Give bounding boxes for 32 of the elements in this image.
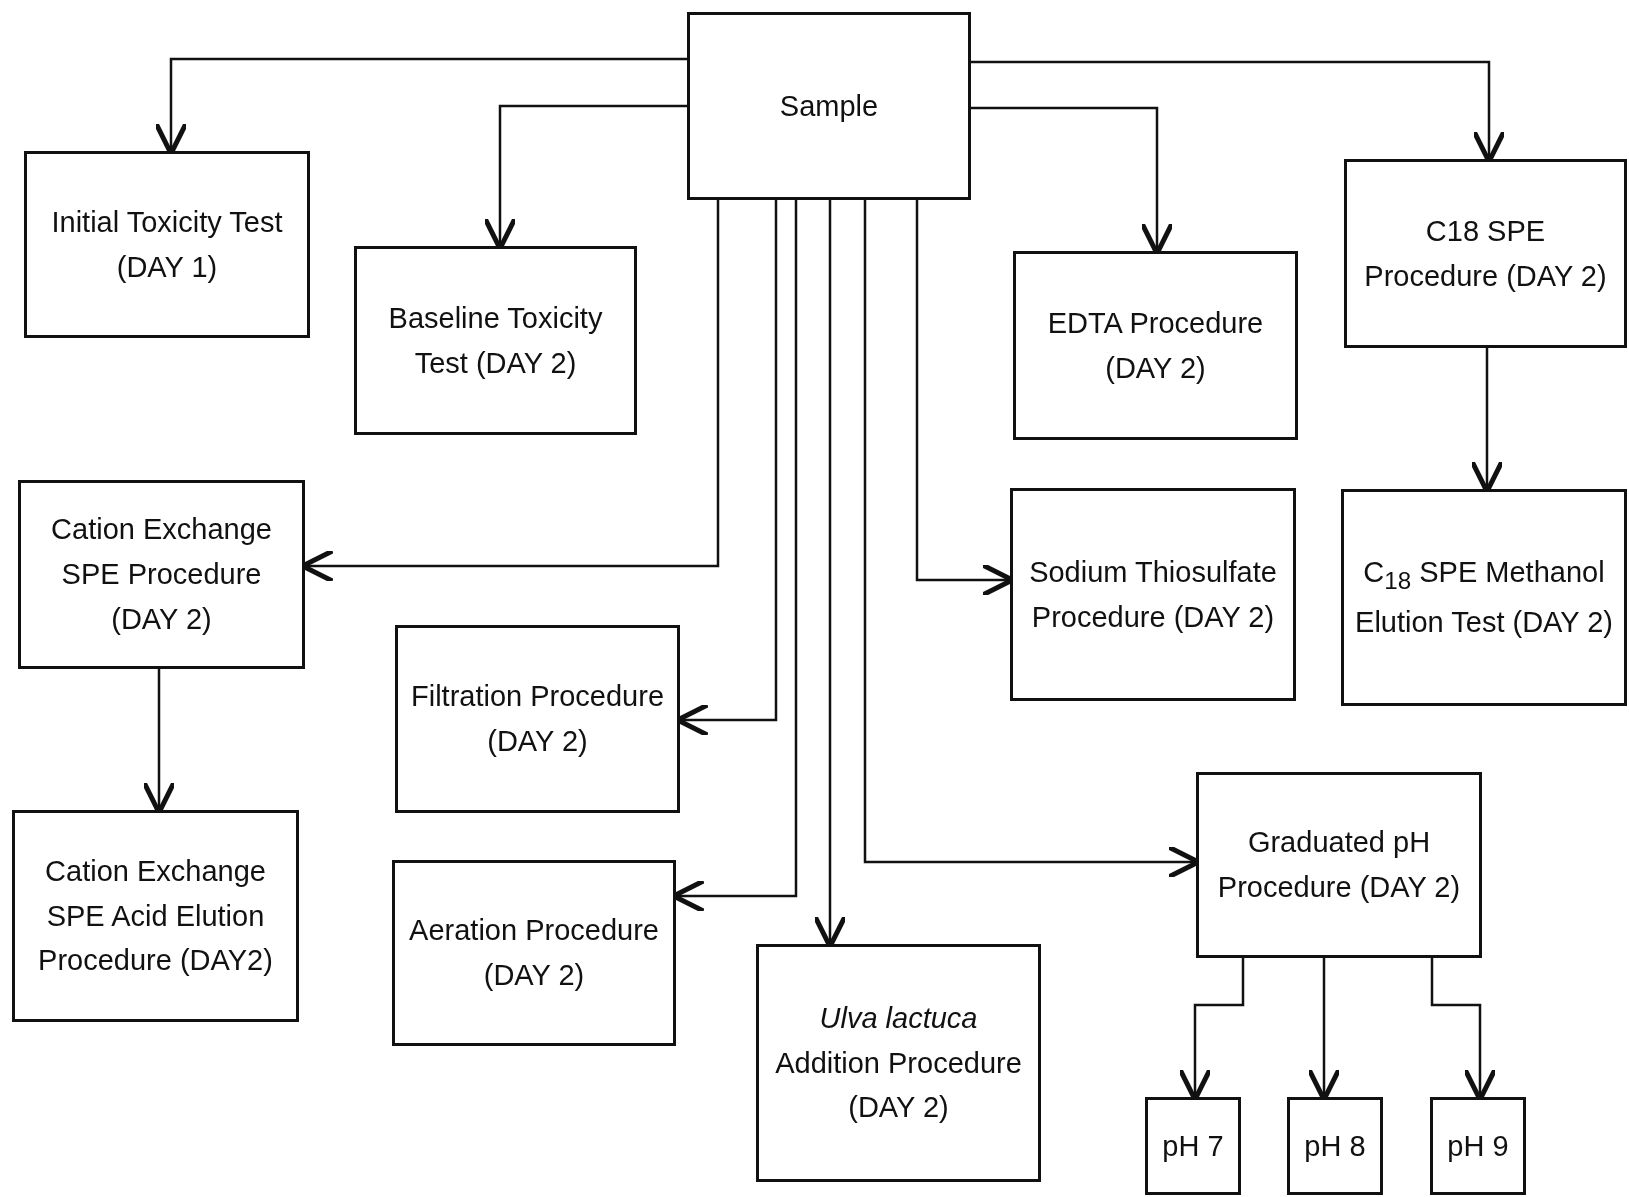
box-label: Initial Toxicity Test (DAY 1) xyxy=(50,204,284,285)
process-box xyxy=(24,151,310,338)
box-label: C18 SPE Procedure (DAY 2) xyxy=(1363,213,1608,294)
process-box xyxy=(1430,1097,1526,1195)
box-label: Filtration Procedure (DAY 2) xyxy=(409,679,666,759)
process-box xyxy=(18,480,305,669)
process-box xyxy=(1145,1097,1241,1195)
process-box xyxy=(687,12,971,200)
box-label: pH 8 xyxy=(1304,1128,1366,1164)
process-box xyxy=(12,810,299,1022)
process-box xyxy=(1287,1097,1383,1195)
process-box xyxy=(1344,159,1627,348)
box-label: pH 9 xyxy=(1447,1128,1509,1164)
process-box xyxy=(354,246,637,435)
box-label: Sample xyxy=(779,88,879,124)
box-label: pH 7 xyxy=(1162,1128,1224,1164)
process-box xyxy=(395,625,680,813)
process-box xyxy=(1341,489,1627,706)
process-box xyxy=(756,944,1041,1182)
box-label: Sodium Thiosulfate Procedure (DAY 2) xyxy=(1028,554,1278,635)
box-label: Ulva lactuca Addition Procedure (DAY 2) xyxy=(774,1000,1023,1126)
box-label: Cation Exchange SPE Acid Elution Procedure (DAY2) xyxy=(37,853,274,979)
box-label: C$_{18}$ SPE Methanol Elution Test (DAY 2) xyxy=(1354,555,1614,640)
box-label: Baseline Toxicity Test (DAY 2) xyxy=(387,300,604,381)
box-label: Graduated pH Procedure (DAY 2) xyxy=(1216,825,1462,905)
process-box xyxy=(392,860,676,1046)
process-box xyxy=(1013,251,1298,440)
process-box xyxy=(1010,488,1296,701)
process-box xyxy=(1196,772,1482,958)
box-label: EDTA Procedure (DAY 2) xyxy=(1046,305,1265,386)
box-label: Aeration Procedure (DAY 2) xyxy=(408,913,660,993)
box-label: Cation Exchange SPE Procedure (DAY 2) xyxy=(50,512,273,637)
